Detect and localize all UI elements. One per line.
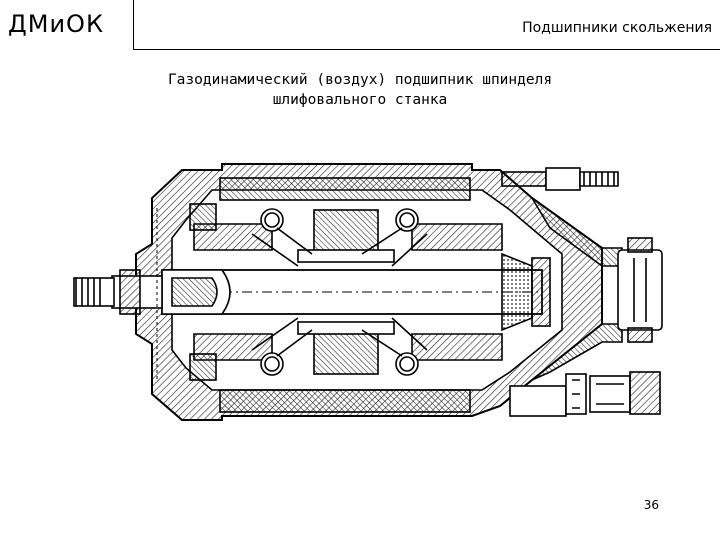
logo-text: ДМиОК — [8, 10, 104, 38]
spindle-drawing — [73, 163, 663, 421]
header-divider — [134, 49, 720, 50]
slide-title-line-1: Газодинамический (воздух) подшипник шпин… — [167, 72, 553, 88]
logo-box: ДМиОК — [0, 0, 134, 50]
header-bar: ДМиОК Подшипники скольжения — [0, 0, 720, 50]
slide-title-line-2: шлифовального станка — [272, 92, 448, 108]
page-number: 36 — [643, 498, 659, 512]
section-title: Подшипники скольжения — [522, 20, 712, 36]
